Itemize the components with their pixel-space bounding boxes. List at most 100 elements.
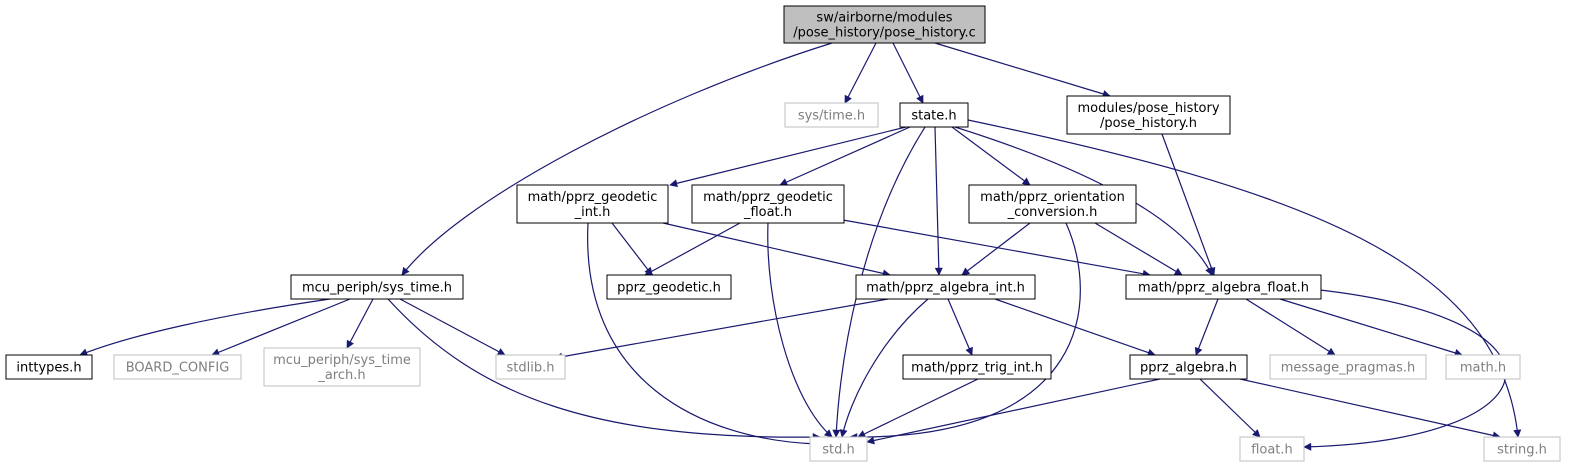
node-algebra_float[interactable]: math/pprz_algebra_float.h — [1125, 274, 1322, 300]
node-algebra_int[interactable]: math/pprz_algebra_int.h — [855, 274, 1036, 300]
edge-orientation-to-algebra_float — [1094, 222, 1183, 276]
node-label: math/pprz_orientation — [980, 190, 1125, 205]
edge-geodetic_float-to-algebra_float — [842, 219, 1151, 278]
edge-orientation-to-algebra_int — [961, 222, 1031, 276]
node-label: math/pprz_algebra_int.h — [866, 281, 1025, 296]
edge-algebra_float-to-msg_pragmas — [1245, 298, 1336, 356]
node-label: math/pprz_geodetic — [528, 190, 658, 205]
edge-algebra_int-to-stdlib — [554, 298, 889, 361]
node-box — [784, 102, 879, 128]
node-stdlib: stdlib.h — [495, 354, 566, 380]
node-box — [516, 184, 669, 224]
node-string_h: string.h — [1483, 436, 1561, 462]
node-box — [899, 102, 969, 128]
edge-geodetic_float-to-pprz_geodetic — [644, 222, 741, 276]
node-state_h[interactable]: state.h — [899, 102, 969, 128]
node-label: _int.h — [574, 205, 611, 220]
node-label: sys/time.h — [798, 109, 865, 124]
edge-geodetic_int-to-algebra_int — [662, 222, 891, 278]
node-label: float.h — [1251, 443, 1293, 458]
node-box — [809, 436, 868, 462]
node-pprz_algebra[interactable]: pprz_algebra.h — [1129, 354, 1248, 380]
edges-layer — [79, 42, 1522, 451]
node-box — [691, 184, 845, 224]
edge-orientation-to-std_h — [849, 222, 1081, 442]
node-label: message_pragmas.h — [1281, 361, 1416, 376]
node-box — [1239, 436, 1305, 462]
edge-mcu_systime-to-std_h — [387, 298, 821, 442]
node-label: _float.h — [743, 205, 792, 220]
node-box — [606, 274, 732, 300]
edge-pose_history_h-to-algebra_float — [1161, 133, 1216, 276]
node-box — [783, 5, 986, 44]
edge-root-to-systime_h — [844, 42, 877, 104]
node-pprz_geodetic[interactable]: pprz_geodetic.h — [606, 274, 732, 300]
node-box — [290, 274, 464, 300]
node-label: /pose_history/pose_history.c — [793, 26, 976, 41]
node-label: std.h — [822, 443, 855, 458]
node-systime_h: sys/time.h — [784, 102, 879, 128]
edge-state_h-to-algebra_int — [934, 126, 943, 276]
node-orientation[interactable]: math/pprz_orientation_conversion.h — [968, 184, 1137, 224]
node-box — [1445, 354, 1521, 380]
node-label: pprz_geodetic.h — [617, 281, 721, 296]
node-box — [1125, 274, 1322, 300]
node-label: modules/pose_history — [1077, 101, 1219, 116]
node-label: math/pprz_trig_int.h — [911, 361, 1043, 376]
node-label: pprz_algebra.h — [1140, 361, 1237, 376]
edge-root-to-state_h — [892, 42, 924, 104]
node-box — [113, 354, 242, 380]
node-geodetic_int[interactable]: math/pprz_geodetic_int.h — [516, 184, 669, 224]
edge-pprz_algebra-to-string_h — [1239, 378, 1501, 440]
node-float_h: float.h — [1239, 436, 1305, 462]
edge-algebra_float-to-pprz_algebra — [1194, 298, 1219, 356]
node-label: math/pprz_algebra_float.h — [1138, 281, 1309, 296]
node-trig_int[interactable]: math/pprz_trig_int.h — [902, 354, 1052, 380]
node-board_config: BOARD_CONFIG — [113, 354, 242, 380]
edge-algebra_int-to-pprz_algebra — [994, 298, 1156, 357]
node-label: /pose_history.h — [1100, 116, 1197, 131]
node-box — [968, 184, 1137, 224]
edge-state_h-to-geodetic_float — [779, 126, 911, 186]
edge-pprz_algebra-to-std_h — [866, 378, 1161, 445]
node-std_h: std.h — [809, 436, 868, 462]
node-label: BOARD_CONFIG — [126, 361, 230, 376]
node-box — [855, 274, 1036, 300]
node-box — [495, 354, 566, 380]
node-box — [1129, 354, 1248, 380]
node-box — [902, 354, 1052, 380]
edge-algebra_int-to-std_h — [839, 298, 929, 438]
edge-trig_int-to-std_h — [857, 378, 979, 438]
node-geodetic_float[interactable]: math/pprz_geodetic_float.h — [691, 184, 845, 224]
node-label: _arch.h — [317, 368, 365, 383]
edge-state_h-to-geodetic_int — [669, 126, 907, 188]
node-label: inttypes.h — [16, 361, 81, 376]
edge-pprz_algebra-to-float_h — [1199, 378, 1261, 438]
edge-geodetic_float-to-std_h — [767, 222, 833, 438]
node-math_h: math.h — [1445, 354, 1521, 380]
edge-mcu_systime-to-systime_arch — [346, 298, 374, 349]
edge-root-to-pose_history_h — [934, 42, 1111, 98]
node-label: mcu_periph/sys_time.h — [302, 281, 452, 296]
node-box — [1066, 95, 1231, 135]
node-box — [5, 354, 93, 380]
node-label: string.h — [1497, 443, 1547, 458]
node-label: _conversion.h — [1007, 205, 1098, 220]
node-msg_pragmas: message_pragmas.h — [1269, 354, 1427, 380]
node-label: math.h — [1460, 361, 1506, 376]
node-label: math/pprz_geodetic — [703, 190, 833, 205]
edge-algebra_int-to-trig_int — [947, 298, 973, 356]
edge-mcu_systime-to-stdlib — [399, 298, 506, 356]
node-pose_history_h[interactable]: modules/pose_history/pose_history.h — [1066, 95, 1231, 135]
node-mcu_systime[interactable]: mcu_periph/sys_time.h — [290, 274, 464, 300]
edge-mcu_systime-to-board_config — [211, 298, 351, 356]
nodes-layer: sw/airborne/modules/pose_history/pose_hi… — [5, 5, 1561, 462]
edge-mcu_systime-to-inttypes — [79, 298, 331, 357]
node-box — [263, 347, 421, 387]
node-root[interactable]: sw/airborne/modules/pose_history/pose_hi… — [783, 5, 986, 44]
edge-geodetic_int-to-pprz_geodetic — [611, 222, 653, 276]
node-label: mcu_periph/sys_time — [273, 353, 411, 368]
node-systime_arch: mcu_periph/sys_time_arch.h — [263, 347, 421, 387]
node-inttypes[interactable]: inttypes.h — [5, 354, 93, 380]
